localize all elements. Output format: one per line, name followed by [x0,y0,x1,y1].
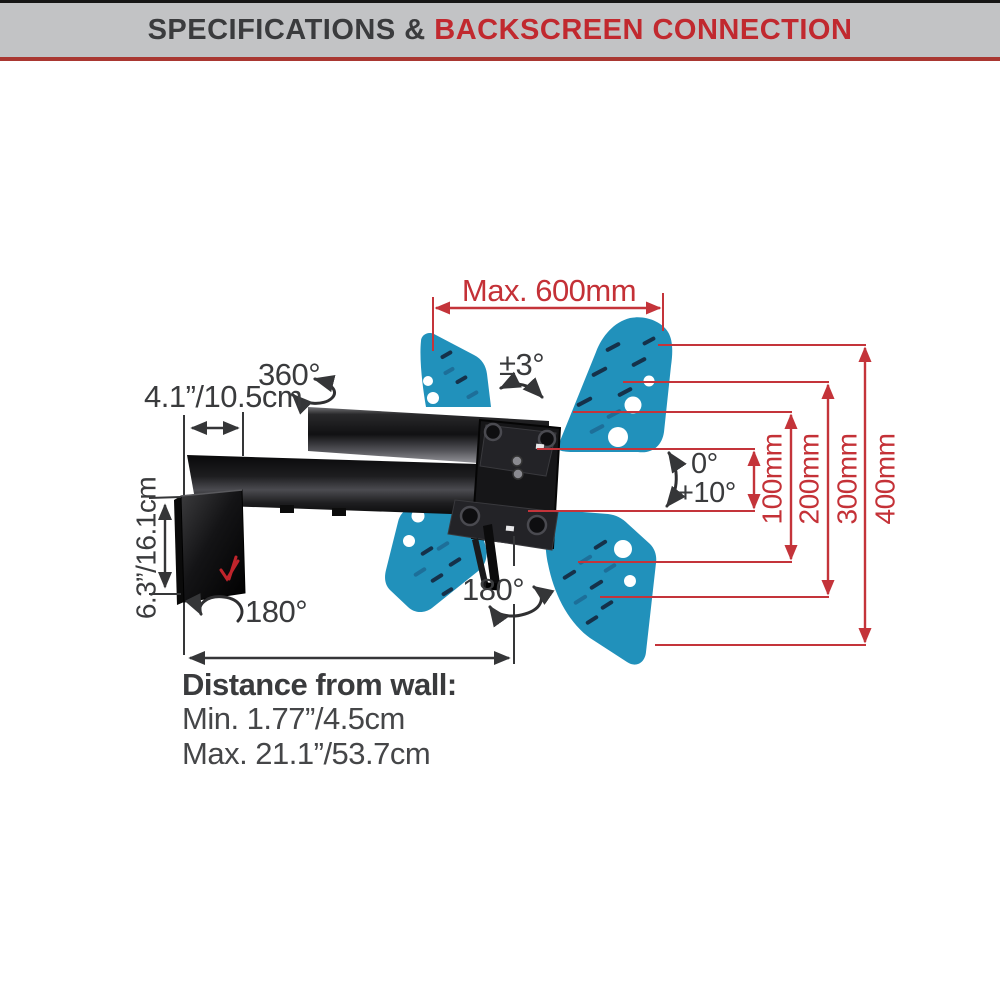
vesa-100-label: 100mm [756,433,788,525]
rotation-arrows [184,371,687,628]
rotate-center-arrow [488,585,555,628]
wall-plate [180,489,246,603]
mount-hardware [174,407,562,605]
wing-holes [403,375,655,587]
tilt-min-label: 0° [691,448,718,480]
vesa-200-label: 200mm [793,433,825,525]
wall-plate-edge [180,489,243,497]
arm-foot [280,505,294,513]
wing-upper-right [557,317,673,453]
brand-logo [219,555,240,582]
plate-height-label: 6.3”/16.1cm [130,476,162,620]
max-width-label: Max. 600mm [461,273,637,308]
rotate-left-label: 180° [245,594,308,629]
red-dimensions [432,293,872,646]
rotate-left-arrow [184,593,244,623]
connection-pin [483,524,500,586]
arm-foot [332,508,346,516]
tilt-max-label: +10° [677,477,736,509]
level-adjust-label: ±3° [499,347,545,382]
backscreen-wings [385,317,673,665]
tilt-arrow [665,451,687,508]
distance-max: Max. 21.1”/53.7cm [182,736,431,771]
header-bar: SPECIFICATIONS & BACKSCREEN CONNECTION [0,0,1000,57]
header-underline [0,57,1000,61]
swivel-arrow [291,375,337,415]
rotate-center-label: 180° [462,572,525,607]
page-title: SPECIFICATIONS & BACKSCREEN CONNECTION [148,14,853,47]
vesa-screws [459,422,557,536]
page-title-highlight: BACKSCREEN CONNECTION [434,13,853,46]
head-clip [505,525,515,532]
head-clip [535,443,545,450]
level-arrow [499,371,544,399]
distance-min: Min. 1.77”/4.5cm [182,701,405,736]
swivel-label: 360° [258,357,321,392]
wing-upper-left [420,332,491,407]
wing-lower-right [544,509,657,665]
page-title-prefix: SPECIFICATIONS & [147,13,435,46]
arm-length-label: 4.1”/10.5cm [144,379,303,414]
black-dimensions [148,412,515,666]
vesa-300-label: 300mm [831,433,863,525]
distance-title: Distance from wall: [182,667,457,702]
vesa-400-label: 400mm [869,433,901,525]
connection-pin-2 [472,538,489,589]
lower-arm [187,455,479,515]
